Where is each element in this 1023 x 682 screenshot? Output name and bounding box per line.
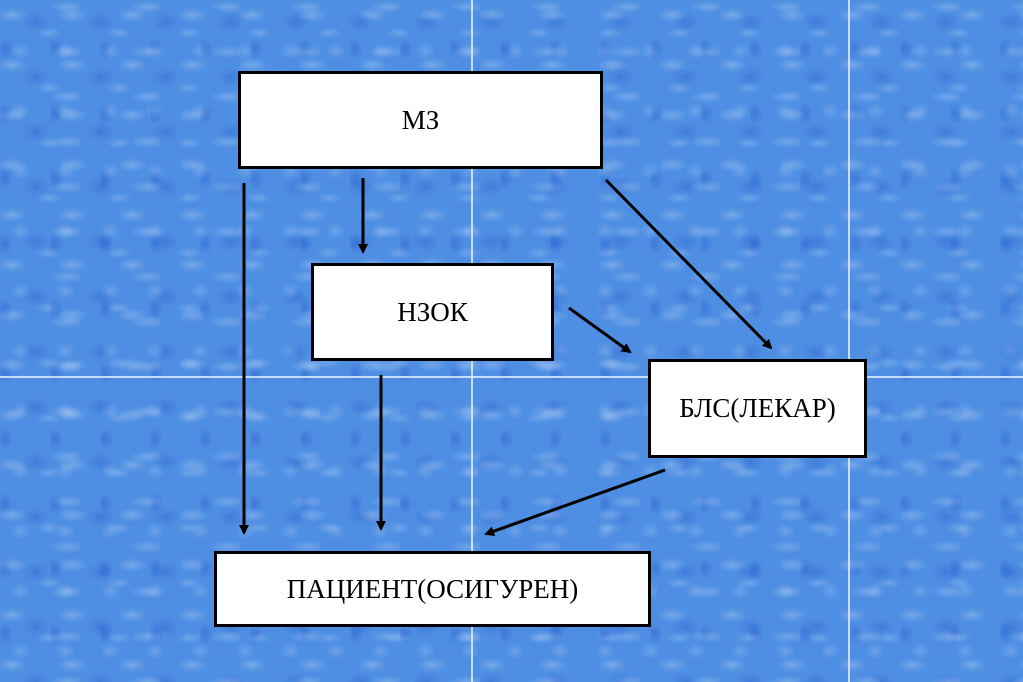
node-nzok: НЗОК [311, 263, 554, 361]
node-bls-label: БЛС(ЛЕКАР) [679, 393, 836, 423]
node-bls: БЛС(ЛЕКАР) [648, 359, 867, 458]
node-mz: МЗ [238, 71, 603, 169]
tile-seam-horizontal [0, 376, 1023, 378]
node-nzok-label: НЗОК [397, 296, 468, 327]
arrow-nzok-to-bls [568, 306, 632, 354]
arrow-bls-to-patient [484, 468, 666, 537]
node-patient: ПАЦИЕНТ(ОСИГУРЕН) [214, 551, 651, 627]
tile-seam-vertical-2 [848, 0, 850, 682]
arrow-mz-to-bls [604, 178, 773, 350]
node-patient-label: ПАЦИЕНТ(ОСИГУРЕН) [286, 573, 579, 604]
node-mz-label: МЗ [401, 104, 440, 135]
